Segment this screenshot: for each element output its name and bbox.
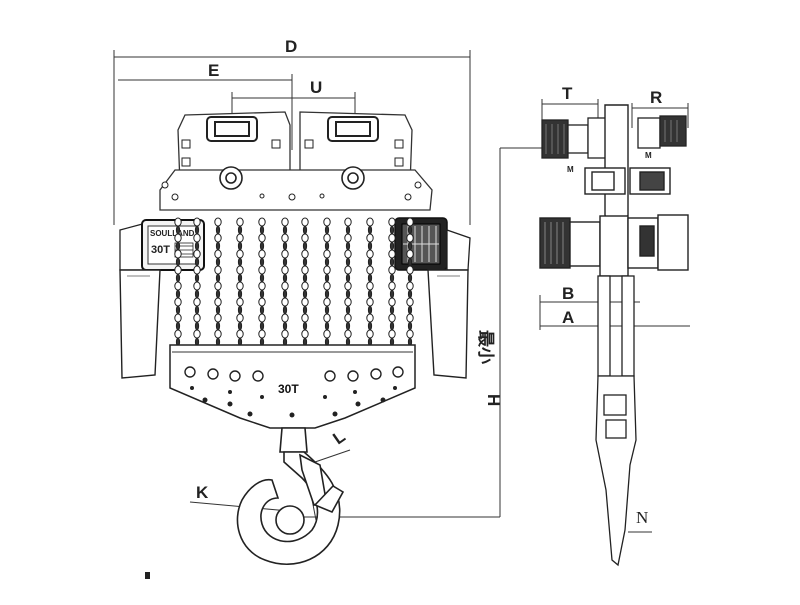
dim-label-h: H bbox=[484, 394, 503, 406]
corner-mark bbox=[145, 572, 150, 579]
side-label-m2: M bbox=[645, 151, 652, 160]
chain-strand bbox=[236, 217, 244, 347]
dim-label-a: A bbox=[562, 308, 574, 327]
chain-strand bbox=[301, 217, 309, 347]
brand-label: SOULLAND bbox=[150, 229, 195, 238]
chain-strand bbox=[406, 217, 414, 347]
dim-label-l: L bbox=[329, 427, 348, 449]
trolley-wheels bbox=[219, 166, 365, 190]
dim-label-r: R bbox=[650, 88, 662, 107]
chain-strand bbox=[174, 217, 182, 347]
dim-label-d: D bbox=[285, 37, 297, 56]
hook-block: 30T bbox=[169, 344, 416, 429]
chain-strand bbox=[323, 217, 331, 347]
trolley-windows bbox=[206, 116, 379, 142]
load-chains bbox=[174, 217, 414, 347]
lifting-hook bbox=[236, 427, 345, 565]
chain-strand bbox=[281, 217, 289, 347]
upper-trolley-frame bbox=[159, 111, 433, 211]
dim-label-u: U bbox=[310, 78, 322, 97]
chain-strand bbox=[214, 217, 222, 347]
chain-strand bbox=[366, 217, 374, 347]
dim-label-t: T bbox=[562, 84, 573, 103]
dim-label-k: K bbox=[196, 483, 209, 502]
chain-strand bbox=[193, 217, 201, 347]
capacity-label: 30T bbox=[278, 382, 299, 396]
dim-label-e: E bbox=[208, 61, 219, 80]
chain-strand bbox=[388, 217, 396, 347]
chain-strand bbox=[344, 217, 352, 347]
right-motor-box bbox=[394, 217, 471, 379]
left-control-box: SOULLAND 30T bbox=[119, 219, 205, 379]
dim-label-min: 最小 bbox=[476, 330, 495, 364]
brand-capacity-label: 30T bbox=[151, 244, 170, 256]
dim-label-b: B bbox=[562, 284, 574, 303]
frame-bolts bbox=[161, 139, 422, 201]
dim-label-n: N bbox=[636, 508, 648, 527]
side-view: T R B A N M M bbox=[539, 84, 690, 567]
side-label-m1: M bbox=[567, 165, 574, 174]
chain-strand bbox=[258, 217, 266, 347]
